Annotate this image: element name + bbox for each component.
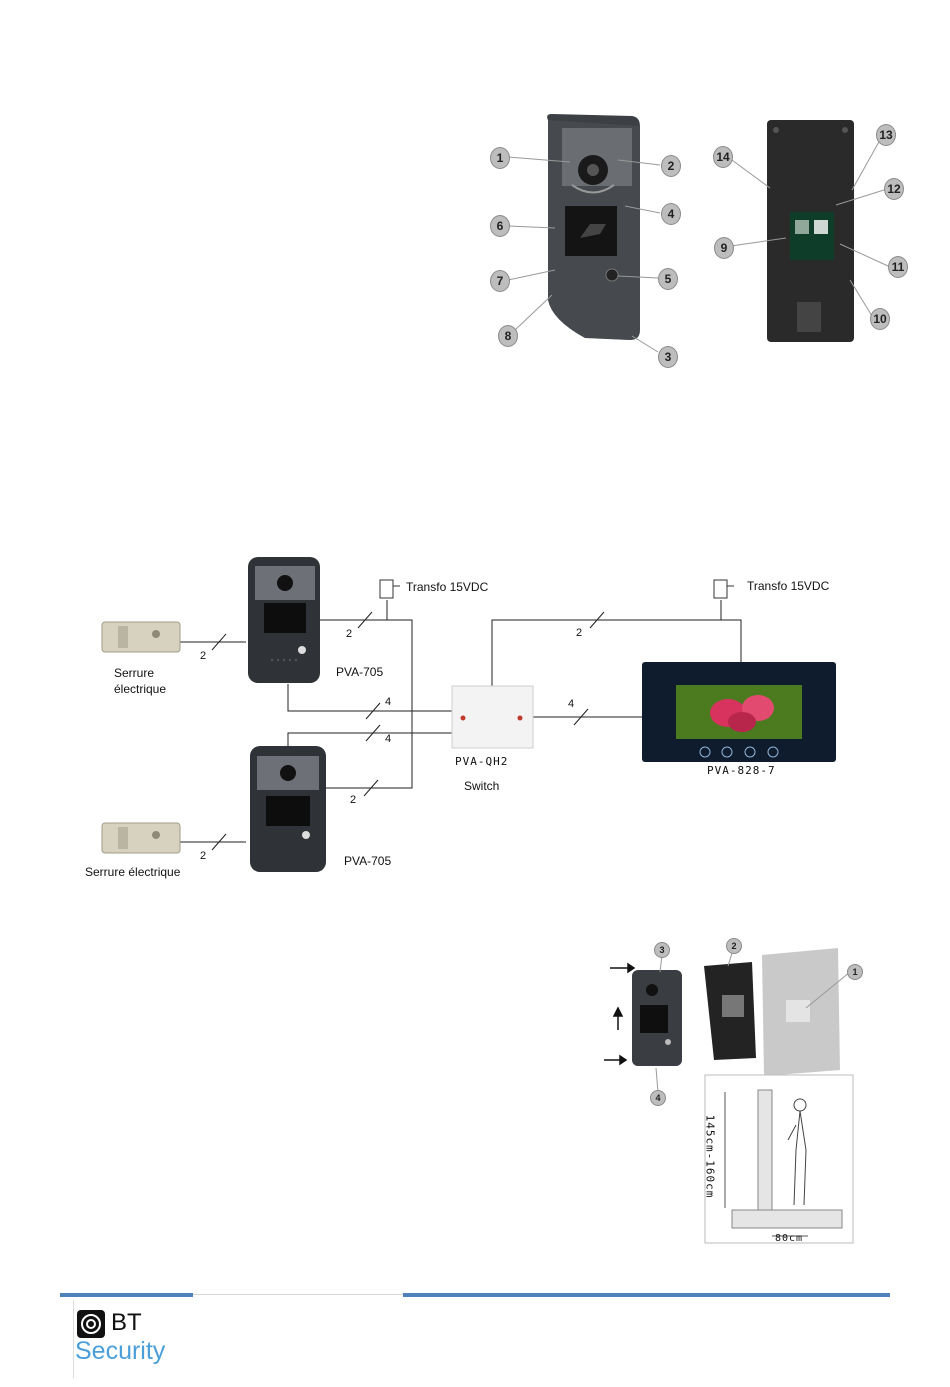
install-callout-2: 2 — [726, 938, 742, 954]
mounting-height-label: 145cm-160cm — [703, 1115, 716, 1199]
footer-rule-left — [60, 1293, 193, 1297]
install-callout-1: 1 — [847, 964, 863, 980]
installation-drawing — [0, 0, 950, 1260]
brand-name-bottom: Security — [75, 1337, 165, 1366]
footer-rule-right — [403, 1293, 890, 1297]
distance-label: 80cm — [775, 1233, 803, 1244]
brand-logo-icon — [77, 1310, 105, 1338]
brand-name-top: BT — [111, 1309, 142, 1337]
logo-divider — [73, 1300, 74, 1378]
footer-rule-thin — [193, 1294, 403, 1295]
install-callout-3: 3 — [654, 942, 670, 958]
install-callout-4: 4 — [650, 1090, 666, 1106]
